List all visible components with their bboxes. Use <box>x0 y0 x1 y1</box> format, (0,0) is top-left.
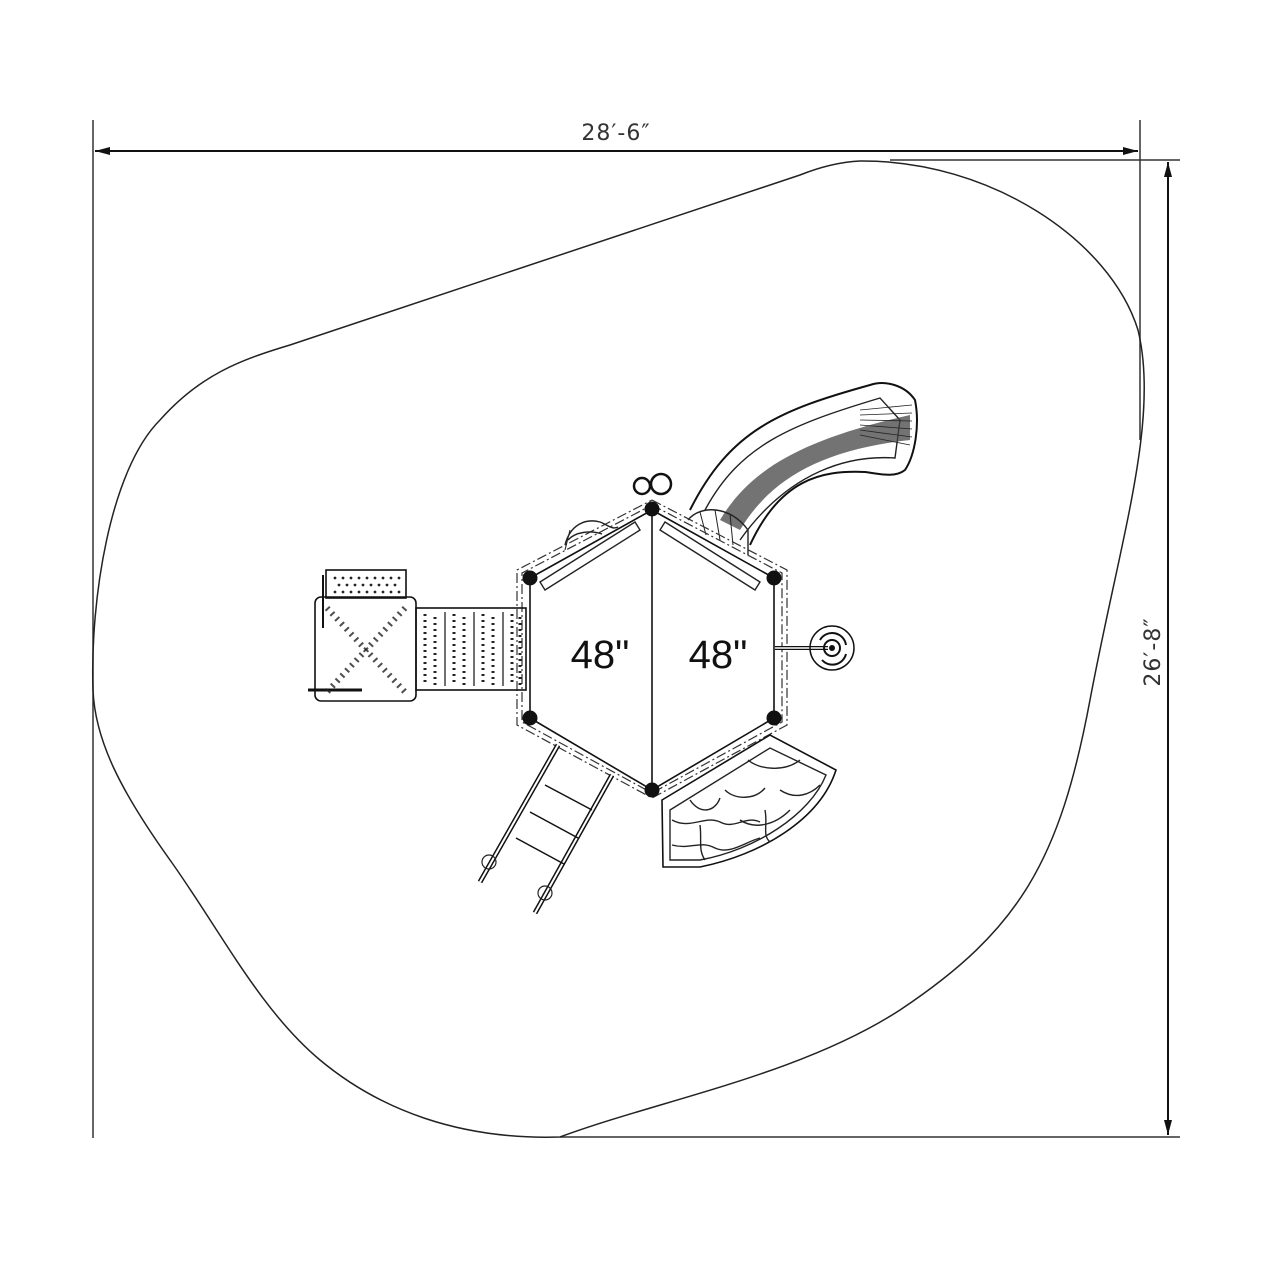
deck-left-height-label: 48" <box>571 633 630 677</box>
use-zone-boundary <box>91 160 1146 1138</box>
deck-right-height-label: 48" <box>689 633 748 677</box>
rock-climber <box>661 734 837 868</box>
width-dimension-label: 28′-6″ <box>581 121 650 146</box>
deck-posts <box>522 501 782 798</box>
dimension-height <box>560 159 1180 1138</box>
dimension-width <box>92 120 1141 1138</box>
height-dimension-label: 26′-8″ <box>1141 617 1166 686</box>
ladder <box>477 743 615 915</box>
step-deck-transfer-platform <box>308 569 417 702</box>
perforated-bridge-walkway <box>415 607 527 691</box>
binoculars-icon <box>632 472 673 496</box>
climbing-panel <box>564 520 619 551</box>
spinner-disc <box>775 625 855 671</box>
curved-slide <box>687 382 918 555</box>
